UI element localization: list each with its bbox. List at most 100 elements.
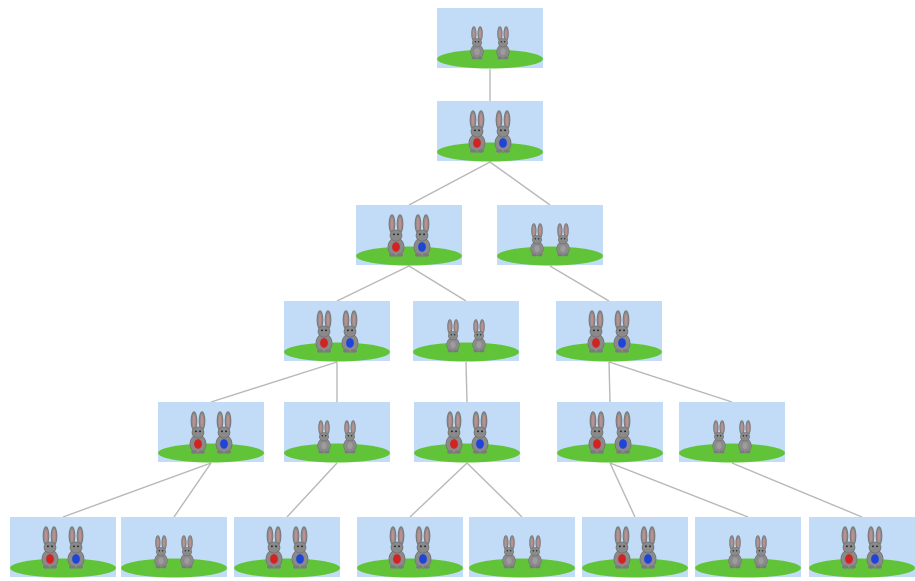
grass-ground [234, 558, 340, 578]
connector-line [549, 265, 610, 302]
connector-line [731, 462, 863, 518]
rabbit-left [154, 535, 168, 569]
rabbit-left [265, 526, 283, 569]
rabbit-pair-mature [557, 402, 663, 463]
grass-ground [497, 246, 603, 266]
grass-ground [284, 443, 390, 463]
rabbit-pair-young [284, 402, 390, 463]
rabbit-right [180, 535, 194, 569]
rabbit-right [215, 411, 233, 454]
rabbit-right [556, 223, 570, 257]
grass-ground [809, 558, 915, 578]
rabbit-left [41, 526, 59, 569]
grass-ground [357, 558, 463, 578]
rabbit-pair-young [469, 517, 575, 578]
rabbit-pair-young [497, 205, 603, 266]
rabbit-pair-mature [414, 402, 520, 463]
connector-lines [62, 69, 863, 518]
grass-ground [10, 558, 116, 578]
connector-line [489, 161, 551, 206]
rabbit-pair-mature [437, 101, 543, 162]
rabbit-left [446, 319, 460, 353]
rabbit-pair-mature [809, 517, 915, 578]
grass-ground [413, 342, 519, 362]
connector-line [609, 462, 749, 518]
rabbit-left [613, 526, 631, 569]
rabbit-left [840, 526, 858, 569]
connector-line [465, 361, 468, 403]
rabbit-pair-mature [158, 402, 264, 463]
connector-line [210, 361, 338, 403]
connector-line [173, 462, 212, 518]
rabbit-pair-nodes [10, 8, 915, 578]
connector-line [336, 265, 410, 302]
rabbit-pair-young [413, 301, 519, 362]
rabbit-right [494, 110, 512, 153]
rabbit-right [866, 526, 884, 569]
connector-line [466, 462, 523, 518]
rabbit-right [528, 535, 542, 569]
connector-line [286, 462, 338, 518]
rabbit-pair-mature [582, 517, 688, 578]
rabbit-right [343, 420, 357, 454]
rabbit-right [67, 526, 85, 569]
grass-ground [582, 558, 688, 578]
rabbit-left [445, 411, 463, 454]
rabbit-pair-mature [234, 517, 340, 578]
rabbit-left [712, 420, 726, 454]
rabbit-pair-mature [357, 517, 463, 578]
rabbit-pair-mature [556, 301, 662, 362]
connector-line [408, 161, 491, 206]
connector-line [608, 361, 611, 403]
grass-ground [557, 443, 663, 463]
grass-ground [158, 443, 264, 463]
rabbit-right [738, 420, 752, 454]
rabbit-pair-young [437, 8, 543, 69]
connector-line [609, 462, 636, 518]
rabbit-right [613, 310, 631, 353]
rabbit-left [315, 310, 333, 353]
rabbit-right [341, 310, 359, 353]
grass-ground [695, 558, 801, 578]
rabbit-left [587, 310, 605, 353]
grass-ground [679, 443, 785, 463]
rabbit-right [496, 26, 510, 60]
rabbit-right [413, 214, 431, 257]
grass-ground [356, 246, 462, 266]
rabbit-left [317, 420, 331, 454]
rabbit-left [387, 214, 405, 257]
rabbit-left [502, 535, 516, 569]
grass-ground [469, 558, 575, 578]
rabbit-pair-young [679, 402, 785, 463]
grass-ground [284, 342, 390, 362]
rabbit-right [291, 526, 309, 569]
connector-line [608, 361, 733, 403]
rabbit-left [728, 535, 742, 569]
grass-ground [437, 49, 543, 69]
rabbit-left [388, 526, 406, 569]
grass-ground [556, 342, 662, 362]
connector-line [62, 462, 212, 518]
connector-line [409, 462, 468, 518]
rabbit-right [471, 411, 489, 454]
grass-ground [437, 142, 543, 162]
rabbit-left [588, 411, 606, 454]
rabbit-left [470, 26, 484, 60]
rabbit-pair-mature [356, 205, 462, 266]
rabbit-pair-mature [284, 301, 390, 362]
rabbit-right [414, 526, 432, 569]
rabbit-left [468, 110, 486, 153]
grass-ground [414, 443, 520, 463]
grass-ground [121, 558, 227, 578]
rabbit-left [189, 411, 207, 454]
rabbit-right [614, 411, 632, 454]
rabbit-pair-young [695, 517, 801, 578]
rabbit-pair-young [121, 517, 227, 578]
rabbit-left [530, 223, 544, 257]
rabbit-pair-mature [10, 517, 116, 578]
rabbit-right [472, 319, 486, 353]
rabbit-right [639, 526, 657, 569]
rabbit-right [754, 535, 768, 569]
connector-line [408, 265, 467, 302]
